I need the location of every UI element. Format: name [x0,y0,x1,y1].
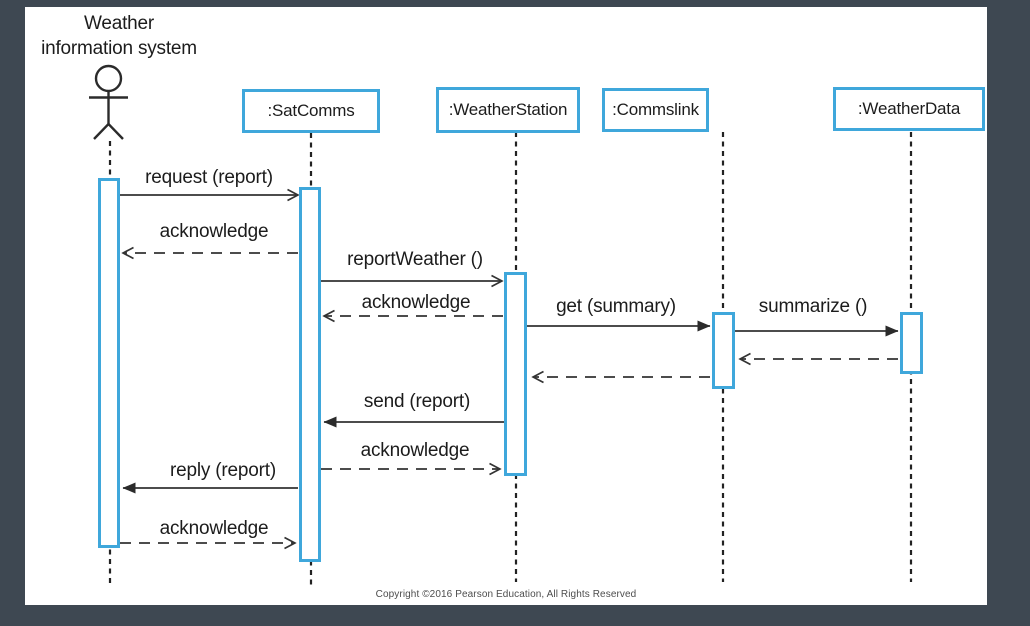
label-acknowledge-4: acknowledge [159,518,269,539]
lifeline-box-commslink: :Commslink [602,88,709,132]
label-get-summary: get (summary) [556,296,676,317]
actor-name-line2: information system [41,38,197,59]
activation-commslink [712,312,735,389]
label-reportweather: reportWeather () [347,249,483,270]
actor-name-line1: Weather [83,13,155,34]
label-acknowledge-1: acknowledge [159,221,269,242]
label-acknowledge-3: acknowledge [360,440,470,461]
activation-weatherstation [504,272,527,476]
activation-satcomms [299,187,321,562]
label-reply-report: reply (report) [170,460,276,481]
lifeline-box-weatherdata: :WeatherData [833,87,985,131]
label-acknowledge-2: acknowledge [361,292,471,313]
label-send-report: send (report) [363,391,471,412]
copyright-text: Copyright ©2016 Pearson Education, All R… [375,589,637,600]
label-summarize: summarize () [758,296,868,317]
activation-weatherdata [900,312,923,374]
lifeline-box-satcomms: :SatComms [242,89,380,133]
label-request-report: request (report) [145,167,273,188]
activation-actor [98,178,120,548]
lifeline-box-weatherstation: :WeatherStation [436,87,580,133]
